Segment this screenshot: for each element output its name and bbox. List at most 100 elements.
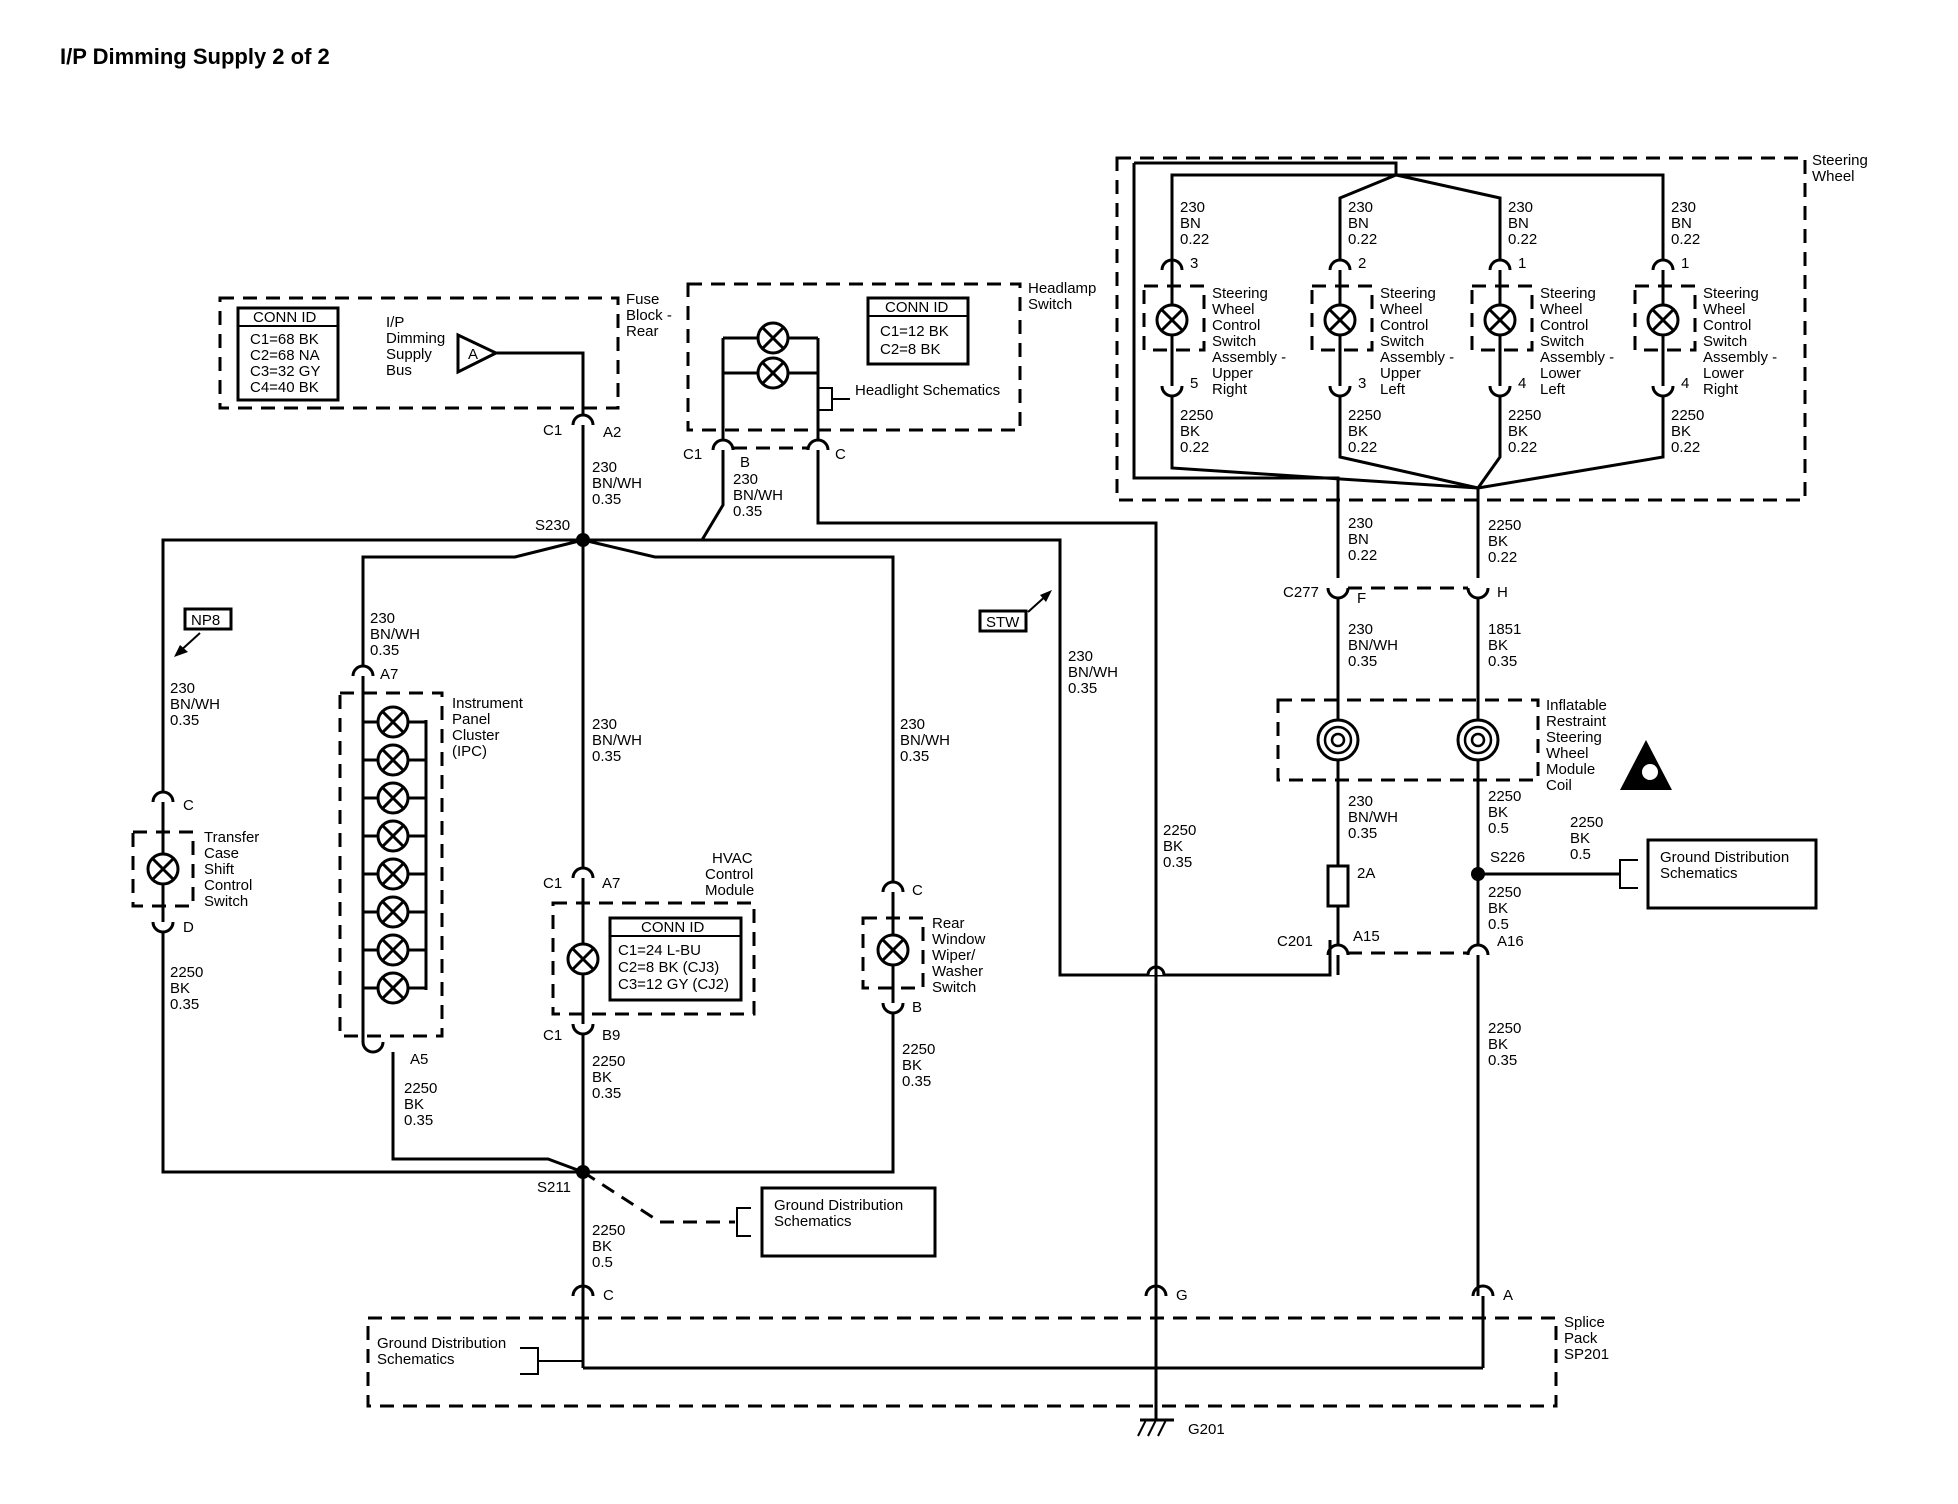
svg-text:Rear: Rear (932, 915, 965, 932)
pin-label: A7 (602, 875, 620, 892)
fuse-block-name: Block - (626, 307, 672, 324)
wire-label-tc: 230 BN/WH 0.35 (170, 680, 220, 729)
connector-g-icon (1144, 1284, 1168, 1297)
connector-b-icon (881, 1002, 905, 1015)
pin-label: A (1503, 1287, 1513, 1304)
svg-text:0.35: 0.35 (592, 491, 621, 508)
connector-a-icon (1471, 1284, 1495, 1297)
wire-label-rw: 230 BN/WH 0.35 (900, 716, 950, 765)
splice-pack-name: SP201 (1564, 1346, 1609, 1363)
ref-np8: NP8 (191, 612, 220, 629)
switch-label: Lower (1540, 365, 1581, 382)
svg-text:2250: 2250 (1488, 1020, 1521, 1037)
svg-text:2250: 2250 (902, 1041, 935, 1058)
connector-c-icon (151, 790, 175, 803)
conn-id-header: CONN ID (253, 309, 317, 326)
wire-label: 0.22 (1348, 231, 1377, 248)
wire-label-c277-bn: 230 BN/WH 0.35 (1348, 621, 1398, 670)
switch-label: Left (1380, 381, 1406, 398)
svg-text:230: 230 (1348, 515, 1373, 532)
conn-row: C3=32 GY (250, 363, 320, 380)
splice-label: S211 (537, 1179, 571, 1196)
wire-label-g: 2250 BK 0.35 (1163, 822, 1196, 871)
svg-text:0.35: 0.35 (900, 748, 929, 765)
wire-label: 0.22 (1671, 231, 1700, 248)
switch-lamp-icon (1323, 303, 1357, 337)
svg-text:0.35: 0.35 (902, 1073, 931, 1090)
wire-label: 230 (1180, 199, 1205, 216)
wire-label-sw: 230 BN/WH 0.35 (1068, 648, 1118, 697)
connector-c1-a2-icon (571, 413, 595, 426)
svg-text:BK: BK (1488, 1036, 1508, 1053)
svg-text:2250: 2250 (1488, 788, 1521, 805)
svg-text:Wiper/: Wiper/ (932, 947, 976, 964)
conn-row: C2=8 BK (CJ3) (618, 959, 719, 976)
svg-text:0.35: 0.35 (592, 1085, 621, 1102)
wire-label-hvac: 230 BN/WH 0.35 (592, 716, 642, 765)
conn-row: C2=8 BK (880, 341, 940, 358)
hvac-conn-id-table (608, 916, 743, 1002)
connector-a7-icon (571, 866, 595, 879)
svg-text:0.35: 0.35 (592, 748, 621, 765)
ground-ref-label: Ground Distribution (377, 1335, 506, 1352)
wire-label: 2250 (1348, 407, 1381, 424)
svg-text:0.35: 0.35 (404, 1112, 433, 1129)
svg-text:1851: 1851 (1488, 621, 1521, 638)
clockspring-coil-icon (1316, 718, 1360, 762)
hvac-lamp-icon (566, 942, 600, 976)
connector-a15-icon (1326, 943, 1350, 956)
svg-text:0.35: 0.35 (1488, 1052, 1517, 1069)
bus-label: Supply (386, 346, 432, 363)
ipc-name: Instrument Panel Cluster (IPC) (452, 695, 524, 760)
svg-text:Transfer: Transfer (204, 829, 259, 846)
headlamp-bulb-icon (756, 321, 790, 355)
switch-label: Upper (1212, 365, 1253, 382)
wire-label-a16-down: 2250 BK 0.35 (1488, 1020, 1521, 1069)
ref-np8-box (183, 607, 233, 631)
wire-label: BN (1180, 215, 1201, 232)
wire-label: 0.22 (1508, 231, 1537, 248)
switch-label: Switch (1380, 333, 1424, 350)
splice-label: S226 (1490, 849, 1525, 866)
inflatable-restraint-coil (1276, 698, 1540, 782)
pin-label: C (912, 882, 923, 899)
wire-label-hvac-ground: 2250 BK 0.35 (592, 1053, 625, 1102)
coil-name: Inflatable Restraint Steering Wheel Modu… (1546, 697, 1607, 794)
transfer-case-lamp-icon (146, 852, 180, 886)
connector-a16-icon (1466, 943, 1490, 956)
wire-label: 0.22 (1180, 231, 1209, 248)
svg-text:Window: Window (932, 931, 986, 948)
switch-label: Lower (1703, 365, 1744, 382)
wire-label-coil-bk: 2250 BK 0.5 (1488, 788, 1521, 837)
svg-text:HVAC: HVAC (712, 850, 753, 867)
connector-c-icon (806, 438, 830, 451)
ground-ref-label: Ground Distribution (774, 1197, 903, 1214)
pin-label: 3 (1358, 375, 1366, 392)
switch-label: Assembly - (1540, 349, 1614, 366)
splice-label: S230 (535, 517, 570, 534)
connector-label: C277 (1283, 584, 1319, 601)
svg-text:BK: BK (1488, 804, 1508, 821)
ipc-lamp-icon (376, 857, 410, 891)
wire-label-rw-ground: 2250 BK 0.35 (902, 1041, 935, 1090)
svg-text:2250: 2250 (1488, 517, 1521, 534)
svg-text:BK: BK (404, 1096, 424, 1113)
pin-label: B (740, 454, 750, 471)
svg-text:Instrument: Instrument (452, 695, 524, 712)
connector-d-icon (151, 921, 175, 934)
wire-label: BK (1671, 423, 1691, 440)
pin-label: A2 (603, 424, 621, 441)
svg-text:Cluster: Cluster (452, 727, 500, 744)
svg-text:230: 230 (592, 716, 617, 733)
svg-text:BN/WH: BN/WH (900, 732, 950, 749)
pin-label: 3 (1190, 255, 1198, 272)
switch-label: Wheel (1212, 301, 1255, 318)
conn-row: C2=68 NA (250, 347, 320, 364)
switch-label: Wheel (1540, 301, 1583, 318)
svg-text:0.22: 0.22 (1488, 549, 1517, 566)
svg-text:Module: Module (705, 882, 754, 899)
svg-text:230: 230 (592, 459, 617, 476)
switch-label: Steering (1703, 285, 1759, 302)
rear-wiper-lamp-icon (876, 933, 910, 967)
